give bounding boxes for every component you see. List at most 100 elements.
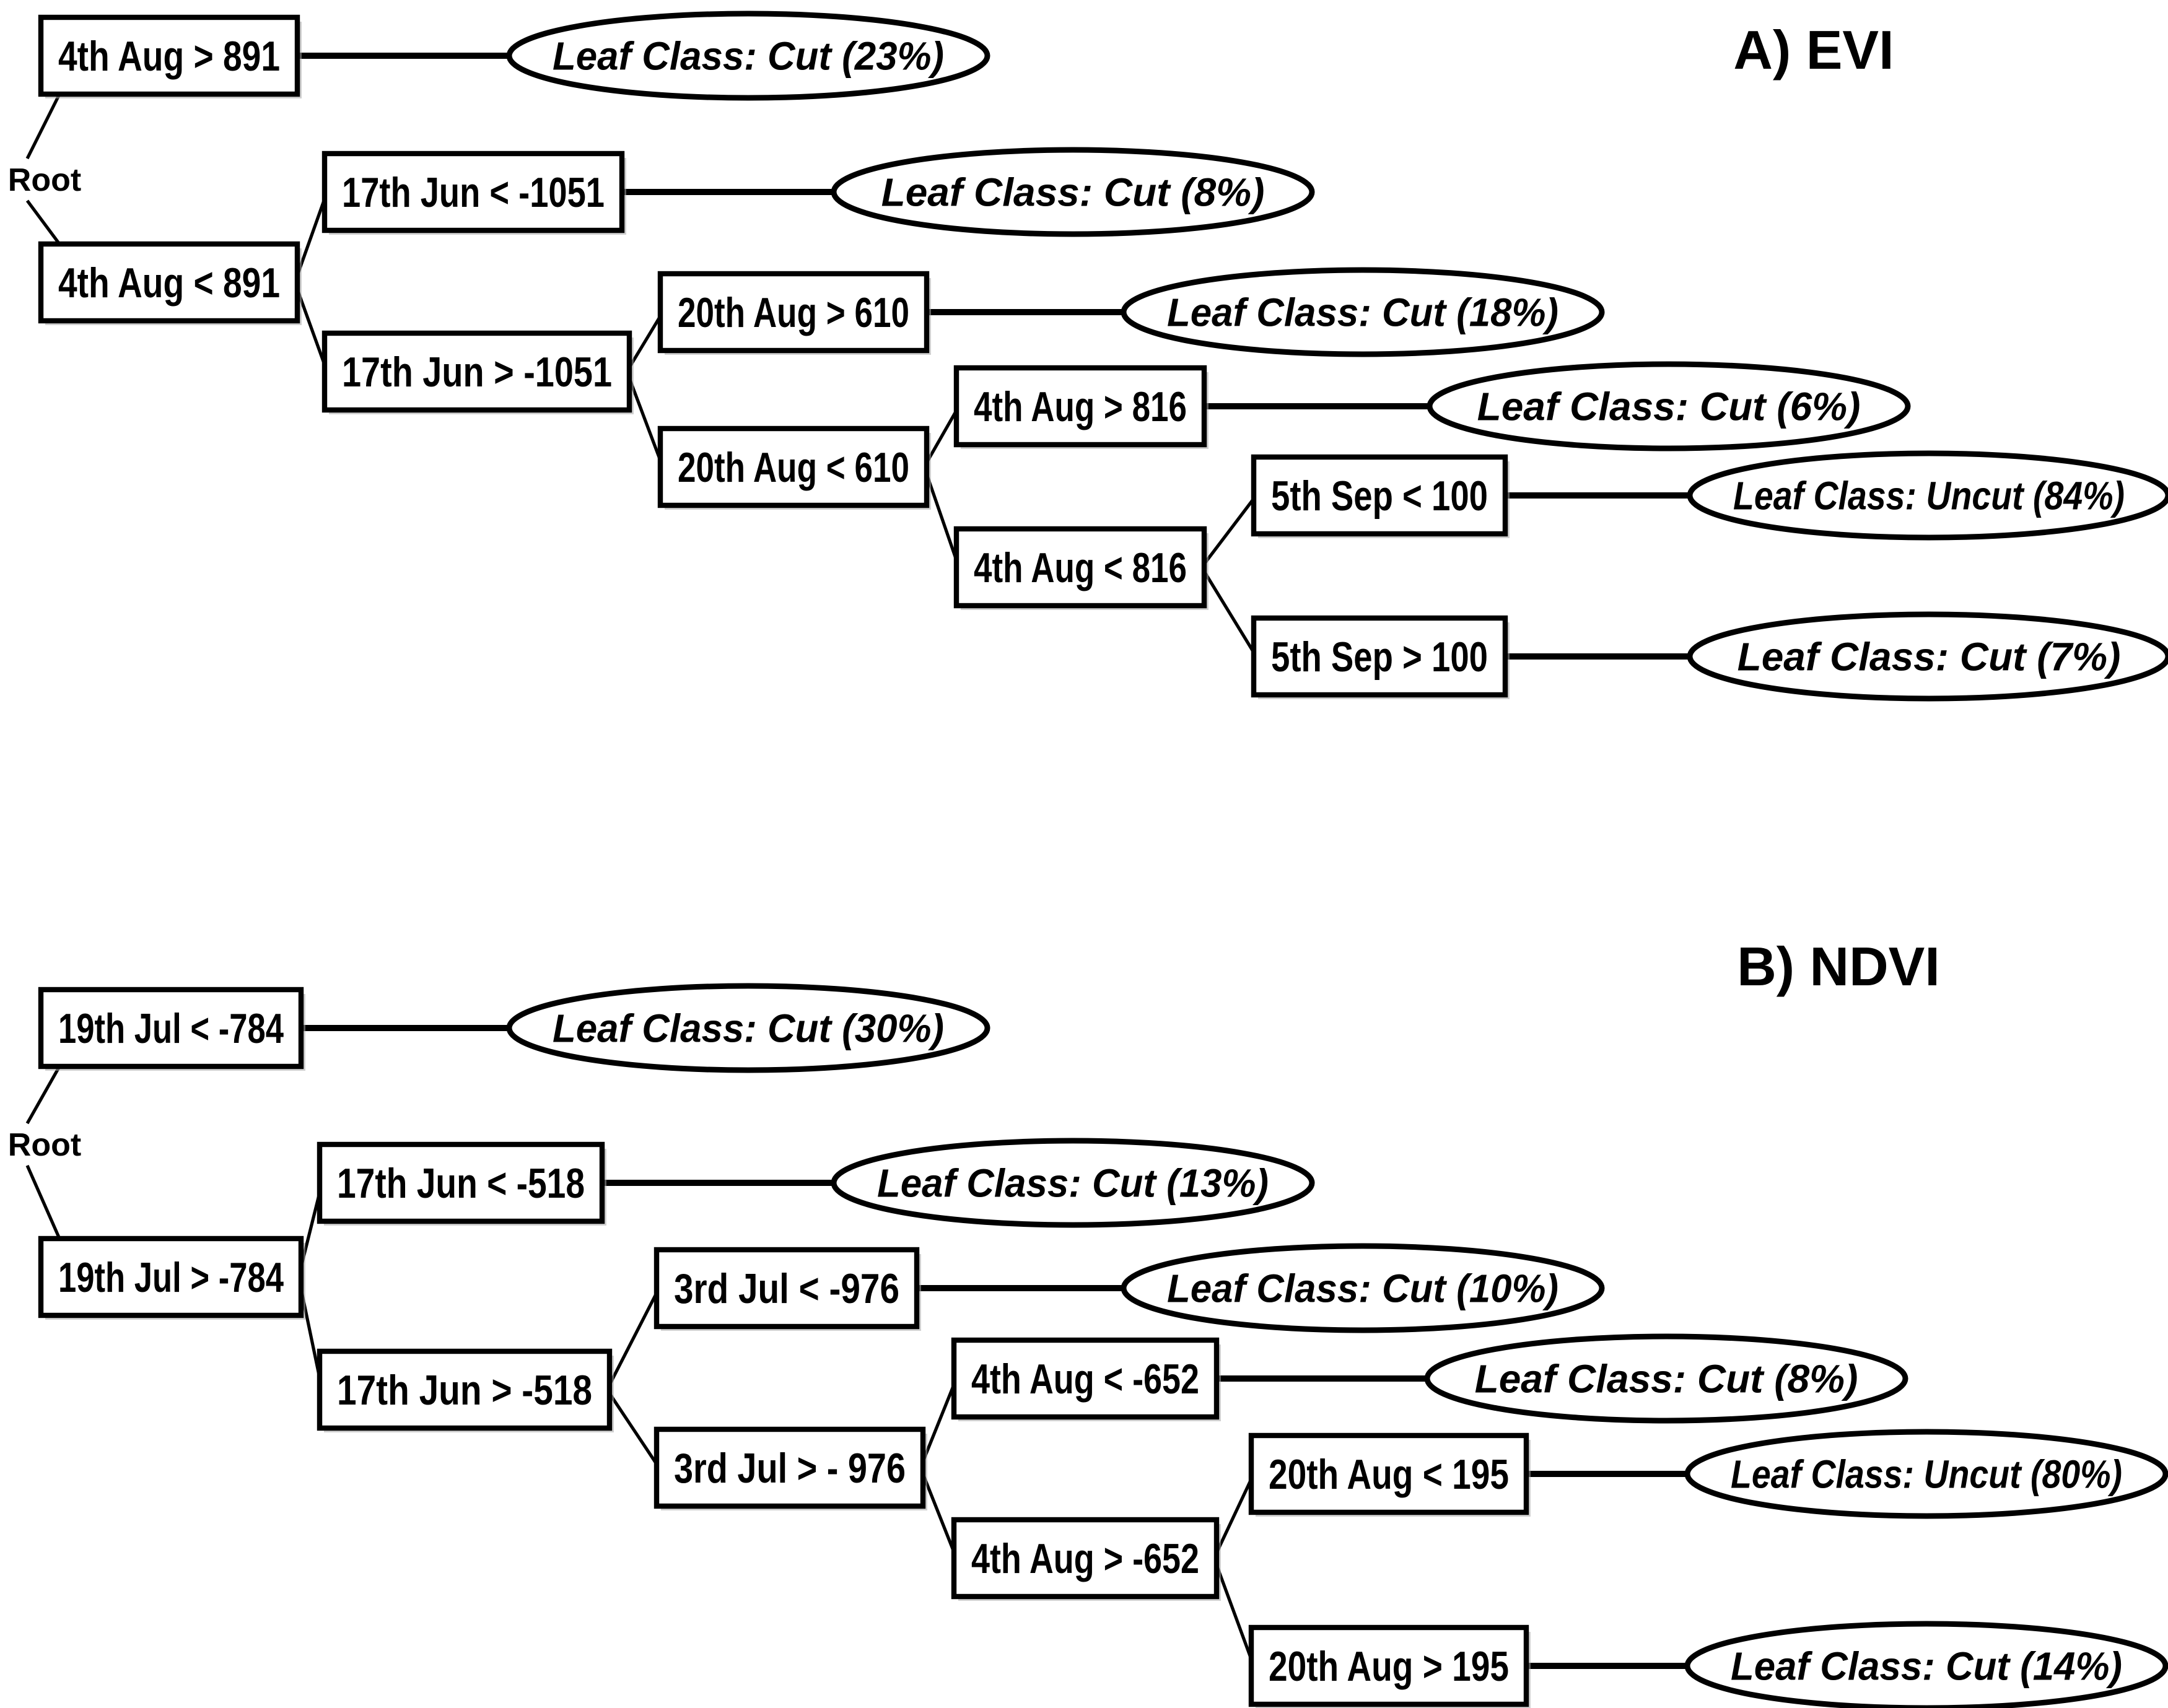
decision-label: 4th Aug < -652 <box>971 1356 1199 1403</box>
decision-box <box>38 987 304 1070</box>
leaf-ellipse <box>1424 1333 1908 1424</box>
leaf-label: Leaf Class: Cut (14%) <box>1731 1644 2122 1688</box>
decision-a10: 5th Sep > 100 <box>1251 615 1510 699</box>
decision-b7: 4th Aug < -652 <box>951 1337 1221 1421</box>
decision-a5: 20th Aug > 610 <box>657 271 931 355</box>
panel-title-text: B) NDVI <box>1737 936 1940 997</box>
leaf-ellipse <box>1121 1243 1605 1333</box>
leaf-m1: Leaf Class: Cut (30%) <box>506 983 990 1073</box>
leaf-ellipse <box>1427 361 1911 451</box>
decision-label: 4th Aug > -652 <box>971 1535 1199 1582</box>
leaf-label: Leaf Class: Uncut (80%) <box>1731 1452 2122 1496</box>
leaf-label: Leaf Class: Cut (23%) <box>553 33 944 78</box>
root-label-text: Root <box>8 162 81 198</box>
decision-b6: 3rd Jul > - 976 <box>653 1426 927 1510</box>
leaf-l3: Leaf Class: Cut (18%) <box>1121 267 1605 357</box>
leaf-l4: Leaf Class: Cut (6%) <box>1427 361 1911 451</box>
decision-label: 17th Jun > -518 <box>337 1367 592 1414</box>
leaf-label: Leaf Class: Cut (6%) <box>1477 384 1861 429</box>
leaf-m3: Leaf Class: Cut (10%) <box>1121 1243 1605 1333</box>
decision-a8: 5th Sep < 100 <box>1251 454 1510 538</box>
leaf-l2: Leaf Class: Cut (8%) <box>831 147 1315 237</box>
decision-label: 20th Aug < 610 <box>678 444 909 491</box>
decision-label: 3rd Jul < -976 <box>674 1265 899 1312</box>
decision-a1: 4th Aug > 891 <box>38 14 302 98</box>
decision-b4: 3rd Jul < -976 <box>653 1247 921 1331</box>
decision-box <box>951 1337 1220 1420</box>
panel-title-title-evi: A) EVI <box>1733 19 1894 81</box>
decision-label: 4th Aug > 816 <box>974 383 1187 430</box>
decision-label: 20th Aug > 195 <box>1269 1643 1509 1690</box>
decision-label: 4th Aug < 891 <box>58 259 280 307</box>
leaf-ellipse <box>1687 450 2168 541</box>
leaf-ellipse <box>1684 1429 2168 1519</box>
edge-b5-b6 <box>605 1388 661 1469</box>
decision-box <box>321 330 632 413</box>
leaf-ellipse <box>831 1138 1315 1228</box>
root-label-root-evi: Root <box>8 162 81 198</box>
leaf-ellipse <box>1687 611 2168 702</box>
leaf-m4: Leaf Class: Cut (8%) <box>1424 1333 1908 1424</box>
decision-a6: 20th Aug < 610 <box>657 425 931 510</box>
decision-a2: 4th Aug < 891 <box>38 241 302 325</box>
decision-box <box>1251 615 1508 698</box>
decision-label: 3rd Jul > - 976 <box>674 1445 906 1492</box>
edge-root-ndvi-b1 <box>25 1065 61 1125</box>
decision-label: 20th Aug > 610 <box>678 289 909 336</box>
edge-a9-a10 <box>1200 566 1258 658</box>
leaf-label: Leaf Class: Cut (18%) <box>1167 290 1558 334</box>
leaf-ellipse <box>831 147 1315 237</box>
leaf-l5: Leaf Class: Uncut (84%) <box>1687 450 2168 541</box>
leaf-l6: Leaf Class: Cut (7%) <box>1687 611 2168 702</box>
decision-box <box>953 365 1207 448</box>
decision-b2: 17th Jun < -518 <box>317 1141 606 1226</box>
leaf-m5: Leaf Class: Uncut (80%) <box>1684 1429 2168 1519</box>
decision-box <box>1251 454 1508 537</box>
leaf-ellipse <box>1684 1621 2168 1708</box>
decision-box <box>1248 1432 1529 1515</box>
decision-b8: 4th Aug > -652 <box>951 1517 1221 1601</box>
leaf-label: Leaf Class: Cut (8%) <box>881 170 1265 214</box>
decision-box <box>657 425 930 508</box>
decision-label: 5th Sep < 100 <box>1271 473 1488 520</box>
leaf-ellipse <box>1121 267 1605 357</box>
edge-root-evi-a1 <box>25 93 61 160</box>
decision-box <box>38 1235 304 1318</box>
decision-box <box>951 1517 1220 1600</box>
leaf-ellipse <box>506 983 990 1073</box>
decision-label: 4th Aug > 891 <box>58 33 280 80</box>
leaf-m6: Leaf Class: Cut (14%) <box>1684 1621 2168 1708</box>
panel-title-text: A) EVI <box>1733 19 1894 81</box>
decision-label: 17th Jun < -518 <box>337 1160 585 1207</box>
decision-a3: 17th Jun < -1051 <box>321 150 626 235</box>
decision-box <box>38 241 300 324</box>
leaf-label: Leaf Class: Cut (30%) <box>553 1006 944 1050</box>
leaf-label: Leaf Class: Cut (8%) <box>1475 1356 1858 1401</box>
decision-box <box>657 271 930 354</box>
leaf-label: Leaf Class: Uncut (84%) <box>1733 473 2125 518</box>
decision-box <box>653 1426 926 1509</box>
leaf-m2: Leaf Class: Cut (13%) <box>831 1138 1315 1228</box>
leaf-label: Leaf Class: Cut (7%) <box>1737 634 2121 679</box>
leaf-label: Leaf Class: Cut (10%) <box>1167 1266 1558 1310</box>
panel-title-title-ndvi: B) NDVI <box>1737 936 1940 997</box>
decision-box <box>653 1247 920 1330</box>
decision-b3: 19th Jul > -784 <box>38 1235 305 1320</box>
edge-b5-b4 <box>605 1287 661 1391</box>
root-label-text: Root <box>8 1127 81 1163</box>
decision-b5: 17th Jun > -518 <box>317 1348 614 1432</box>
decision-box <box>317 1348 613 1431</box>
decision-b9: 20th Aug < 195 <box>1248 1432 1531 1517</box>
decision-label: 19th Jul < -784 <box>58 1005 284 1052</box>
leaf-label: Leaf Class: Cut (13%) <box>877 1161 1269 1205</box>
decision-box <box>953 526 1207 609</box>
edge-root-ndvi-b3 <box>25 1164 61 1240</box>
decision-box <box>317 1141 605 1224</box>
decision-a9: 4th Aug < 816 <box>953 526 1209 610</box>
decision-label: 17th Jun > -1051 <box>342 349 612 396</box>
decision-label: 20th Aug < 195 <box>1269 1451 1509 1498</box>
edge-root-evi-a2 <box>25 199 61 245</box>
decision-box <box>321 150 625 233</box>
